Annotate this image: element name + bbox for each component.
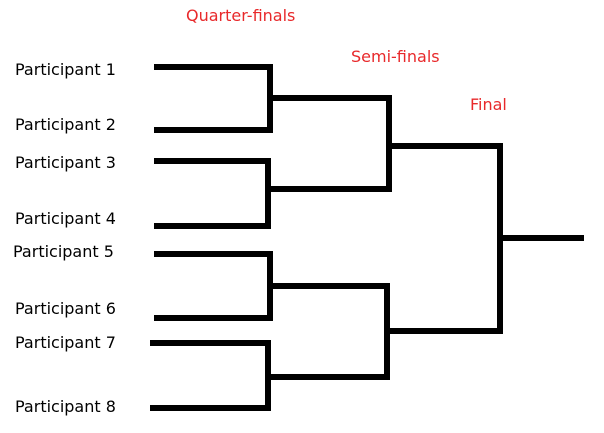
round-label-final: Final [470,95,507,114]
participant-3-label: Participant 3 [15,153,116,172]
semi-final-match-1-bracket [267,95,392,192]
participant-5-label: Participant 5 [13,242,114,261]
round-label-semi-finals: Semi-finals [351,47,440,66]
quarter-final-match-4-bracket [150,340,271,411]
participant-1-label: Participant 1 [15,60,116,79]
participant-8-label: Participant 8 [15,397,116,416]
final-match-bracket [387,143,503,334]
participant-4-label: Participant 4 [15,209,116,228]
round-label-quarter-finals: Quarter-finals [186,6,295,25]
quarter-final-match-3-bracket [154,251,273,321]
quarter-final-match-2-bracket [154,158,271,229]
quarter-final-match-1-bracket [154,64,273,133]
participant-2-label: Participant 2 [15,115,116,134]
participant-6-label: Participant 6 [15,299,116,318]
semi-final-match-2-bracket [267,283,390,380]
participant-7-label: Participant 7 [15,333,116,352]
